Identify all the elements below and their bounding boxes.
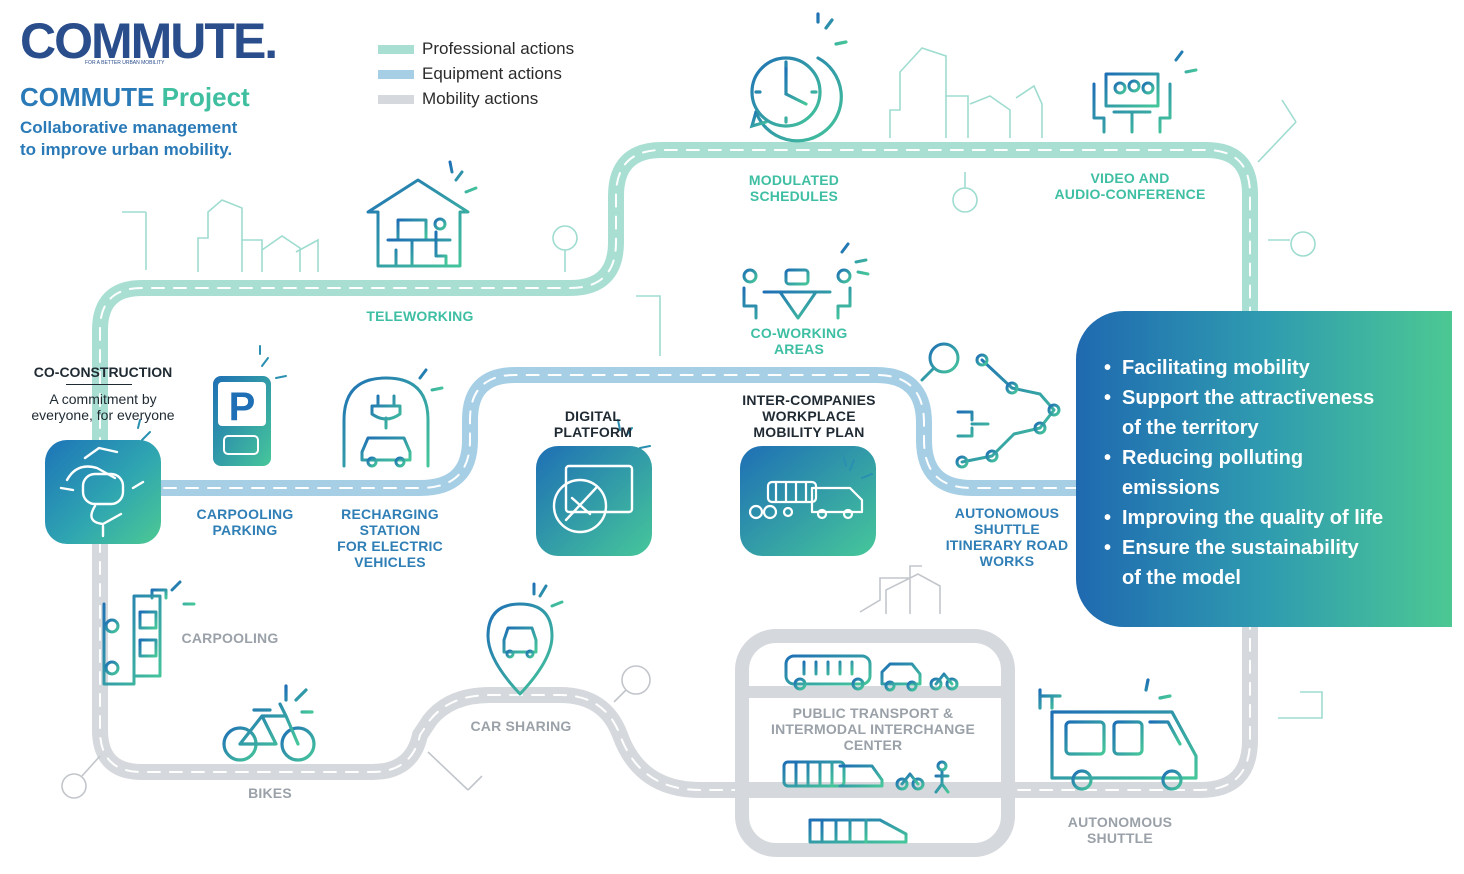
project-title-word2: Project: [161, 82, 250, 112]
carpooling-label: CARPOOLING: [181, 630, 279, 646]
professional-road: [92, 142, 1258, 458]
bikes-label: BIKES: [248, 785, 292, 801]
coworking-icon: [742, 242, 870, 320]
legend-label-mobility: Mobility actions: [422, 88, 539, 108]
autonomous-itinerary-label: AUTONOMOUS SHUTTLE ITINERARY ROAD WORKS: [945, 505, 1069, 569]
modulated-schedules-label: MODULATED SCHEDULES: [748, 172, 840, 204]
parking-icon: P: [213, 345, 287, 466]
legend-item-mobility: Mobility actions: [378, 86, 574, 111]
equipment-road: [112, 367, 1088, 496]
goal-item: Support the attractiveness of the territ…: [1104, 383, 1383, 443]
teleworking-label: TELEWORKING: [366, 308, 474, 324]
mobility-road: [92, 532, 1258, 857]
project-title-word1: COMMUTE: [20, 82, 155, 112]
co-construction-underline: [66, 384, 132, 385]
goals-panel: Facilitating mobility Support the attrac…: [1076, 311, 1452, 627]
legend-label-professional: Professional actions: [422, 38, 575, 58]
tram-icon: [782, 760, 950, 844]
autonomous-network-icon: [920, 342, 1061, 469]
charging-station-icon: [342, 368, 444, 468]
clock-icon: [749, 12, 848, 143]
goal-item: Improving the quality of life: [1104, 503, 1383, 533]
city-skyline: [122, 47, 1323, 719]
legend-swatch-mobility: [378, 93, 414, 104]
recharging-station-label: RECHARGING STATION FOR ELECTRIC VEHICLES: [337, 506, 443, 570]
legend-item-equipment: Equipment actions: [378, 61, 574, 86]
shuttle-icon: [1038, 678, 1198, 791]
bike-icon: [222, 684, 316, 762]
legend-item-professional: Professional actions: [378, 36, 574, 61]
bus-icon: [784, 654, 959, 692]
car-sharing-label: CAR SHARING: [470, 718, 572, 734]
project-subtitle: Collaborative management to improve urba…: [20, 118, 238, 159]
co-working-label: CO-WORKING AREAS: [750, 325, 848, 357]
goal-item: Facilitating mobility: [1104, 353, 1383, 383]
digital-platform-label: DIGITAL PLATFORM: [553, 408, 633, 440]
project-title: COMMUTE Project: [20, 82, 250, 113]
car-sharing-pin-icon: [486, 582, 564, 696]
inter-companies-label: INTER-COMPANIES WORKPLACE MOBILITY PLAN: [742, 392, 876, 440]
legend: Professional actions Equipment actions M…: [378, 36, 574, 111]
handshake-icon-overlay: [59, 446, 145, 538]
co-construction-title: CO-CONSTRUCTION: [33, 364, 173, 380]
video-conference-label: VIDEO AND AUDIO-CONFERENCE: [1054, 170, 1206, 202]
commute-logo: COMMUTE.: [20, 13, 278, 69]
legend-swatch-professional: [378, 43, 414, 54]
goal-item: Ensure the sustainability of the model: [1104, 533, 1383, 593]
digital-platform-icon: [536, 419, 652, 556]
goals-list: Facilitating mobility Support the attrac…: [1104, 353, 1383, 593]
carpool-icon: [102, 580, 196, 686]
co-construction-subtitle: A commitment by everyone, for everyone: [31, 391, 175, 423]
teleworking-house-icon: [366, 160, 478, 268]
goal-item: Reducing polluting emissions: [1104, 443, 1383, 503]
logo-tagline: FOR A BETTER URBAN MOBILITY: [85, 60, 165, 66]
videoconference-icon: [1092, 50, 1198, 134]
public-transport-label: PUBLIC TRANSPORT & INTERMODAL INTERCHANG…: [770, 705, 976, 753]
svg-text:P: P: [229, 385, 256, 429]
legend-label-equipment: Equipment actions: [422, 63, 562, 83]
legend-swatch-equipment: [378, 68, 414, 79]
autonomous-shuttle-label: AUTONOMOUS SHUTTLE: [1067, 814, 1173, 846]
carpooling-parking-label: CARPOOLING PARKING: [196, 506, 294, 538]
city-skyline-grey: [61, 565, 941, 799]
transport-vehicles-icon: [740, 446, 876, 556]
